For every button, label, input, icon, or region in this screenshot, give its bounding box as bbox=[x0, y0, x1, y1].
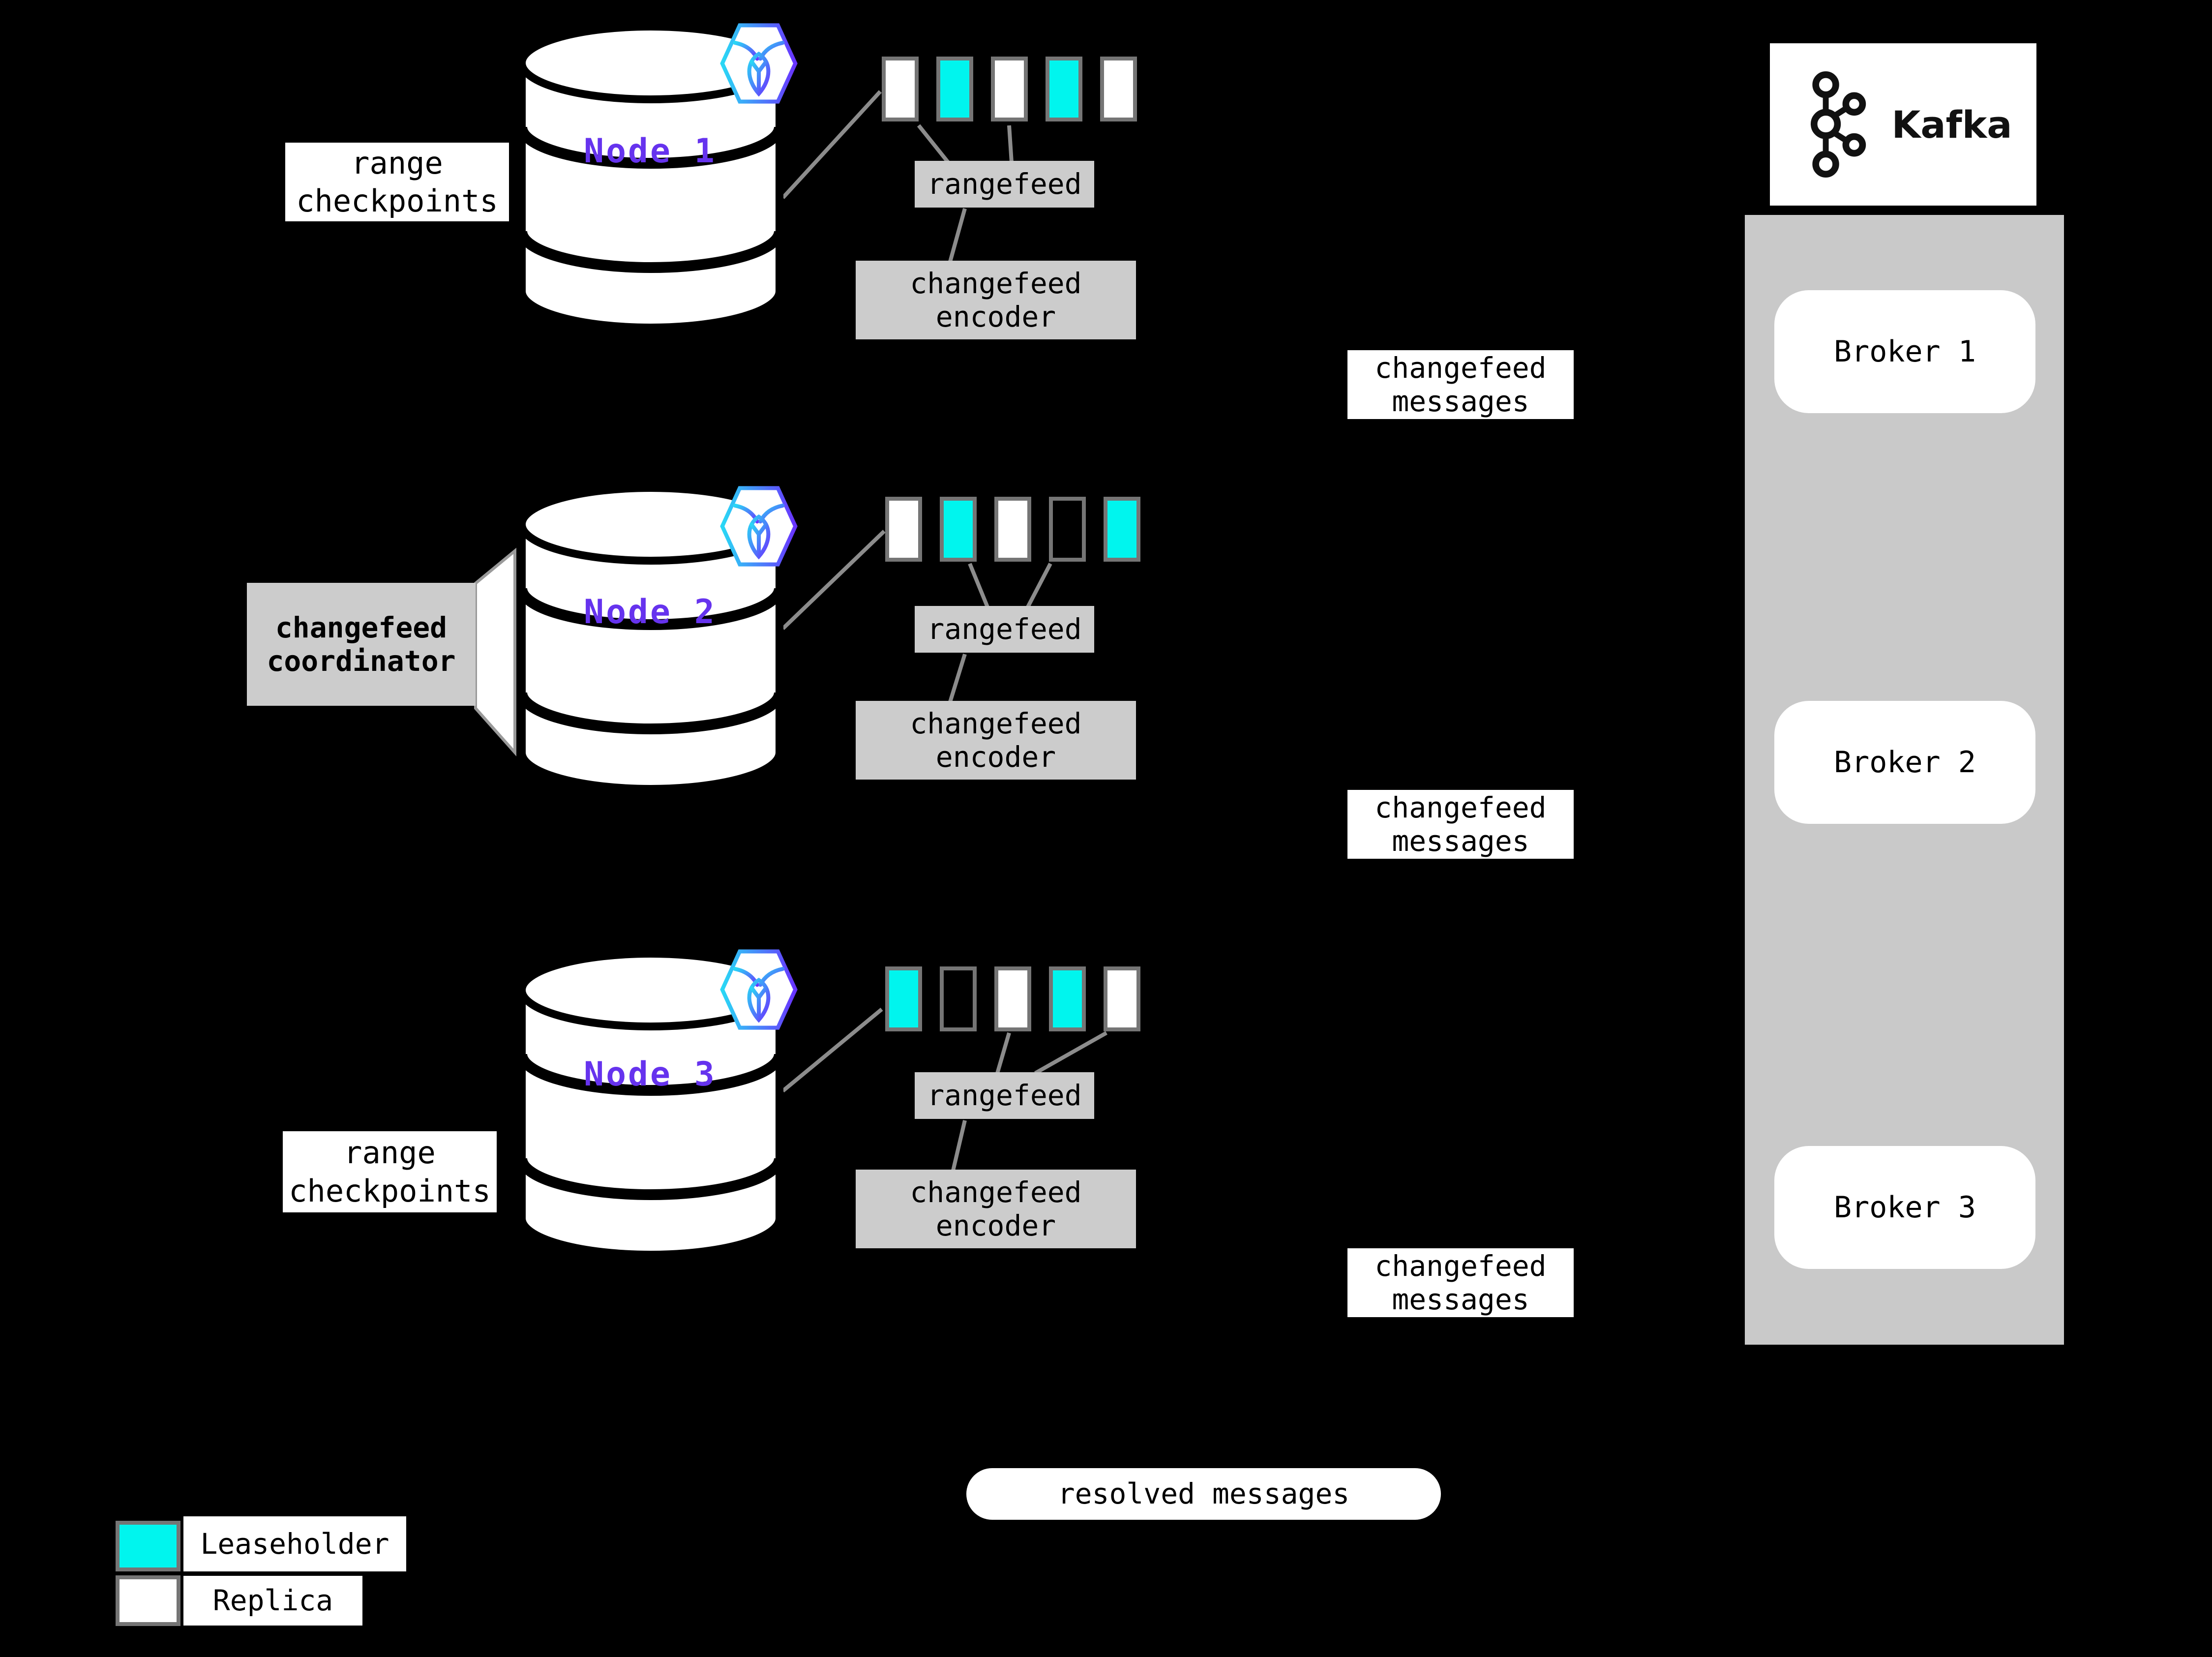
coordinator-line1: changefeed bbox=[275, 610, 448, 644]
changefeed-messages-label-1: changefeed messages bbox=[1347, 350, 1574, 419]
broker-3: Broker 3 bbox=[1774, 1146, 2035, 1269]
changefeed-encoder-box-node2: changefeed encoder bbox=[856, 701, 1136, 780]
kafka-header: Kafka bbox=[1770, 43, 2036, 206]
range-box-replica bbox=[1100, 57, 1137, 121]
node2-database-cylinder bbox=[516, 484, 785, 793]
rangefeed-box-node3: rangefeed bbox=[915, 1072, 1094, 1119]
legend-leaseholder-swatch bbox=[116, 1521, 180, 1571]
resolved-messages-pill: resolved messages bbox=[966, 1468, 1441, 1520]
coordinator-callout-wedge bbox=[474, 547, 516, 756]
range-checkpoints-label-top: range checkpoints bbox=[285, 143, 509, 221]
kafka-icon bbox=[1811, 71, 1866, 178]
messages-line1: changefeed bbox=[1375, 1249, 1547, 1283]
coordinator-line2: coordinator bbox=[267, 644, 456, 678]
cockroachdb-icon bbox=[720, 486, 798, 567]
changefeed-messages-label-2: changefeed messages bbox=[1347, 790, 1574, 859]
kafka-broker-container: Broker 1 Broker 2 Broker 3 bbox=[1745, 215, 2064, 1345]
range-checkpoints-line2: checkpoints bbox=[289, 1173, 491, 1209]
messages-line2: messages bbox=[1392, 385, 1529, 418]
range-checkpoints-line1: range bbox=[344, 1135, 436, 1171]
range-box-leaseholder bbox=[1049, 966, 1086, 1031]
encoder-line1: changefeed bbox=[910, 266, 1082, 300]
range-checkpoints-label-bottom: range checkpoints bbox=[283, 1131, 497, 1212]
range-checkpoints-line2: checkpoints bbox=[296, 183, 498, 219]
range-box-replica bbox=[882, 57, 919, 121]
cockroachdb-icon bbox=[720, 23, 798, 104]
range-checkpoints-line1: range bbox=[351, 145, 443, 181]
encoder-line2: encoder bbox=[935, 300, 1056, 333]
legend-leaseholder-label: Leaseholder bbox=[183, 1516, 406, 1571]
encoder-line2: encoder bbox=[935, 740, 1056, 774]
range-box-leaseholder bbox=[936, 57, 973, 121]
encoder-line2: encoder bbox=[935, 1209, 1056, 1242]
range-box-replica bbox=[991, 57, 1028, 121]
messages-line2: messages bbox=[1392, 824, 1529, 858]
range-box-leaseholder bbox=[940, 497, 977, 562]
range-box-replica bbox=[994, 966, 1031, 1031]
node1-label: Node 1 bbox=[584, 132, 717, 171]
arrowhead-into-kafka bbox=[2055, 335, 2073, 350]
messages-line2: messages bbox=[1392, 1283, 1529, 1316]
range-box-replica bbox=[994, 497, 1031, 562]
messages-line1: changefeed bbox=[1375, 351, 1547, 385]
range-box-leaseholder bbox=[1046, 57, 1082, 121]
changefeed-messages-label-3: changefeed messages bbox=[1347, 1248, 1574, 1317]
broker-2: Broker 2 bbox=[1774, 701, 2035, 824]
rangefeed-box-node1: rangefeed bbox=[915, 161, 1094, 208]
range-box-replica bbox=[1104, 966, 1140, 1031]
legend-replica-label: Replica bbox=[183, 1576, 362, 1626]
changefeed-coordinator-box: changefeed coordinator bbox=[247, 583, 476, 706]
range-box-empty bbox=[1049, 497, 1086, 562]
legend-replica-swatch bbox=[116, 1575, 180, 1626]
changefeed-encoder-box-node3: changefeed encoder bbox=[856, 1170, 1136, 1248]
node1-database-cylinder bbox=[516, 23, 785, 331]
range-box-leaseholder bbox=[885, 966, 922, 1031]
range-box-leaseholder bbox=[1104, 497, 1140, 562]
messages-line1: changefeed bbox=[1375, 790, 1547, 824]
range-box-empty bbox=[940, 966, 977, 1031]
rangefeed-box-node2: rangefeed bbox=[915, 606, 1094, 653]
changefeed-encoder-box-node1: changefeed encoder bbox=[856, 261, 1136, 339]
broker-1: Broker 1 bbox=[1774, 290, 2035, 413]
range-box-replica bbox=[885, 497, 922, 562]
node3-database-cylinder bbox=[516, 950, 785, 1259]
node3-label: Node 3 bbox=[584, 1055, 717, 1094]
node2-label: Node 2 bbox=[584, 593, 717, 632]
encoder-line1: changefeed bbox=[910, 706, 1082, 740]
kafka-title: Kafka bbox=[1891, 102, 2012, 147]
encoder-line1: changefeed bbox=[910, 1175, 1082, 1209]
cockroachdb-icon bbox=[720, 949, 798, 1030]
